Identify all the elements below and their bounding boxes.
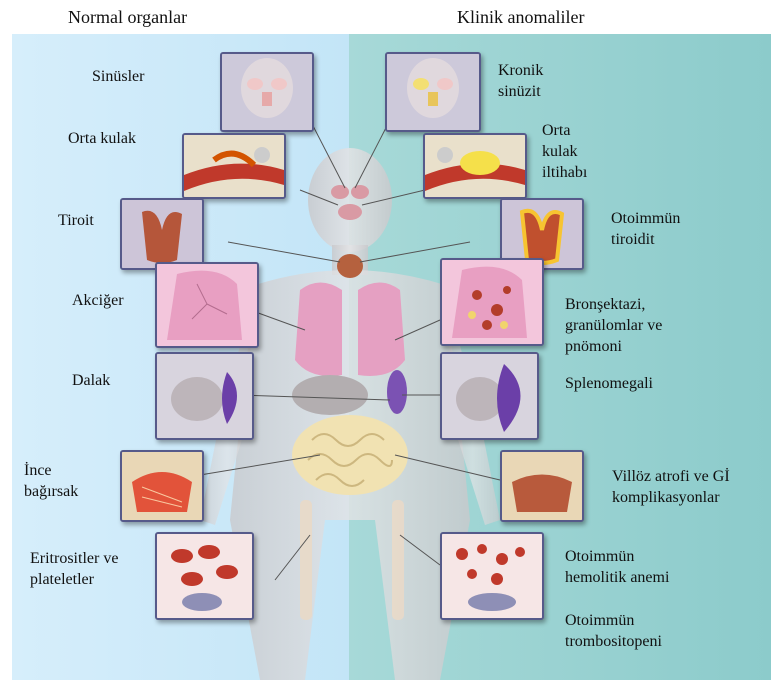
lung-image (155, 262, 259, 348)
clinical-anomalies-header: Klinik anomaliler (457, 0, 584, 34)
label-lung: Akciğer (72, 290, 124, 311)
label-otitis-media: Orta kulak iltihabı (542, 120, 587, 183)
label-splenomegaly: Splenomegali (565, 373, 653, 394)
middle-ear-image (182, 133, 286, 199)
label-chronic-sinusitis: Kronik sinüzit (498, 60, 543, 102)
otitis-media-image (423, 133, 527, 199)
spleen-image (155, 352, 254, 440)
thyroid-image (120, 198, 204, 270)
label-thyroid: Tiroit (58, 210, 94, 231)
chronic-sinusitis-image (385, 52, 481, 132)
splenomegaly-image (440, 352, 539, 440)
label-hemolytic-anemia: Otoimmün hemolitik anemi (565, 546, 669, 588)
sinus-image (220, 52, 314, 132)
villous-atrophy-image (500, 450, 584, 522)
label-thrombocytopenia: Otoimmün trombositopeni (565, 610, 662, 652)
label-blood-cells: Eritrositler ve plateletler (30, 548, 118, 590)
label-small-intestine: İnce bağırsak (24, 460, 78, 502)
label-sinuses: Sinüsler (92, 66, 144, 87)
label-villous-atrophy: Villöz atrofi ve Gİ komplikasyonlar (612, 466, 730, 508)
blood-cells-image (155, 532, 254, 620)
label-bronchiectasis: Bronşektazi, granülomlar ve pnömoni (565, 294, 662, 357)
bronchiectasis-image (440, 258, 544, 346)
small-intestine-image (120, 450, 204, 522)
label-middle-ear: Orta kulak (68, 128, 136, 149)
label-autoimmune-thyroiditis: Otoimmün tiroidit (611, 208, 680, 250)
hemolytic-anemia-image (440, 532, 544, 620)
label-spleen: Dalak (72, 370, 110, 391)
normal-organs-header: Normal organlar (68, 0, 187, 34)
